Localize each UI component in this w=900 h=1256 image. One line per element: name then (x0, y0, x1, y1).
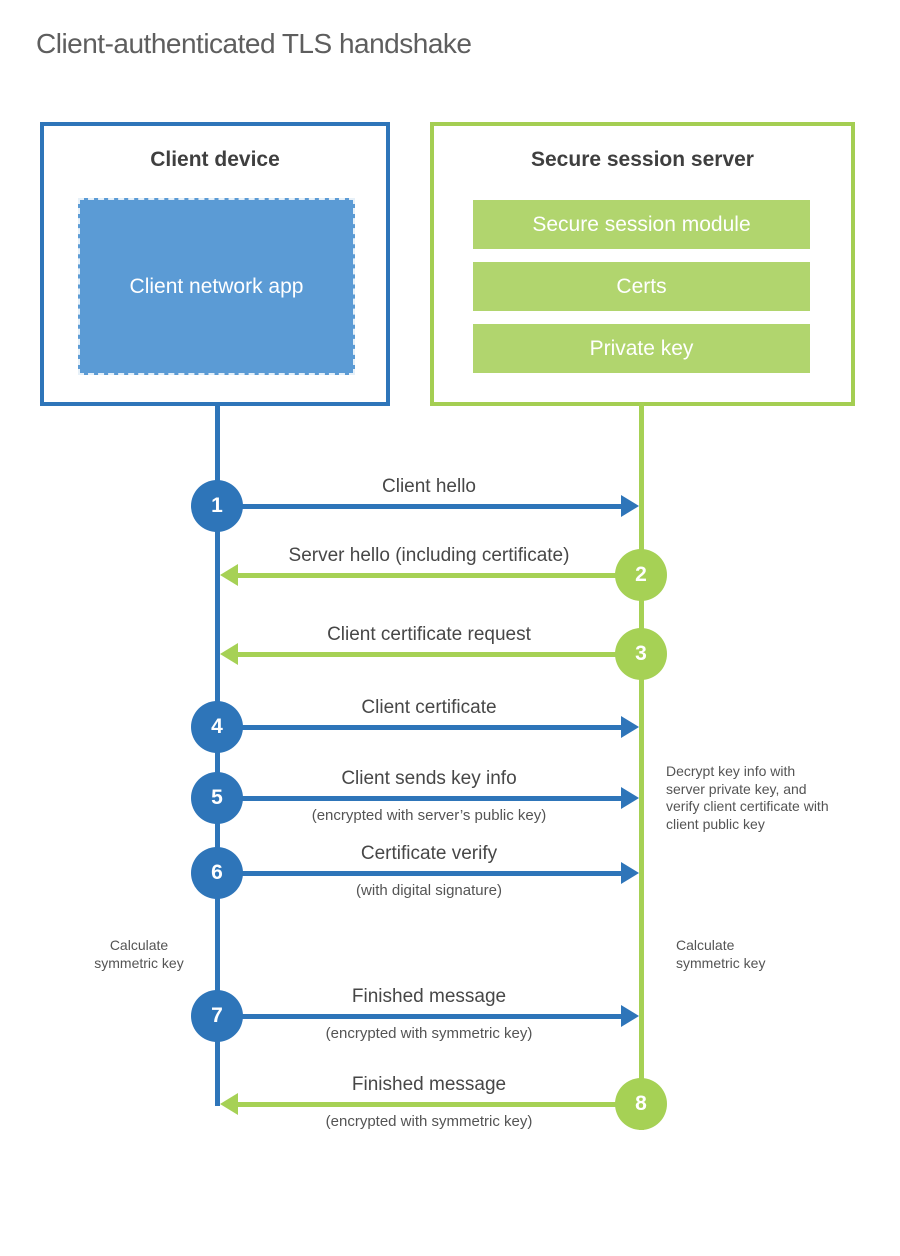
step-sublabel: (encrypted with symmetric key) (325, 1113, 533, 1130)
arrow-shaft (217, 796, 621, 801)
step-number-badge: 2 (615, 549, 667, 601)
step-label: Certificate verify (360, 843, 498, 864)
arrow-shaft (238, 652, 641, 657)
secure-session-server-title: Secure session server (531, 148, 754, 171)
server-module-certs: Certs (473, 262, 810, 311)
client-lifeline (215, 403, 220, 1106)
arrow-head-icon (621, 1005, 639, 1027)
calculate-symmetric-key-note-server: Calculate symmetric key (676, 937, 766, 971)
arrow-shaft (238, 573, 641, 578)
arrow-head-icon (220, 643, 238, 665)
step-number-badge: 5 (191, 772, 243, 824)
arrow-shaft (217, 871, 621, 876)
step-label: Client certificate (361, 697, 497, 718)
step-sublabel: (encrypted with symmetric key) (325, 1025, 533, 1042)
arrow-shaft (217, 725, 621, 730)
step-number-badge: 3 (615, 628, 667, 680)
arrow-head-icon (220, 564, 238, 586)
step-sublabel: (with digital signature) (356, 882, 502, 899)
page-title: Client-authenticated TLS handshake (36, 28, 472, 59)
step-label: Server hello (including certificate) (288, 545, 570, 566)
client-device-title: Client device (150, 148, 280, 171)
client-device-box: Client device Client network app (40, 122, 390, 406)
step-label: Finished message (351, 1074, 507, 1095)
step-label: Client certificate request (327, 624, 531, 645)
step-number-badge: 1 (191, 480, 243, 532)
step-sublabel: (encrypted with server’s public key) (311, 807, 547, 824)
step-number-badge: 6 (191, 847, 243, 899)
server-module-private-key: Private key (473, 324, 810, 373)
client-network-app-box: Client network app (78, 198, 355, 375)
step-number-badge: 8 (615, 1078, 667, 1130)
arrow-shaft (217, 1014, 621, 1019)
decrypt-note: Decrypt key info with server private key… (666, 763, 829, 832)
secure-session-server-box: Secure session server Secure session mod… (430, 122, 855, 406)
step-label: Client hello (382, 476, 476, 497)
server-module-secure-session-module: Secure session module (473, 200, 810, 249)
step-number-badge: 4 (191, 701, 243, 753)
arrow-shaft (238, 1102, 641, 1107)
client-network-app-label: Client network app (129, 274, 304, 298)
step-label: Finished message (351, 986, 507, 1007)
arrow-head-icon (621, 862, 639, 884)
step-label: Client sends key info (341, 768, 517, 789)
arrow-head-icon (621, 787, 639, 809)
arrow-head-icon (621, 716, 639, 738)
arrow-head-icon (220, 1093, 238, 1115)
calculate-symmetric-key-note-client: Calculate symmetric key (94, 937, 184, 971)
server-lifeline (639, 403, 644, 1130)
step-number-badge: 7 (191, 990, 243, 1042)
arrow-head-icon (621, 495, 639, 517)
arrow-shaft (217, 504, 621, 509)
